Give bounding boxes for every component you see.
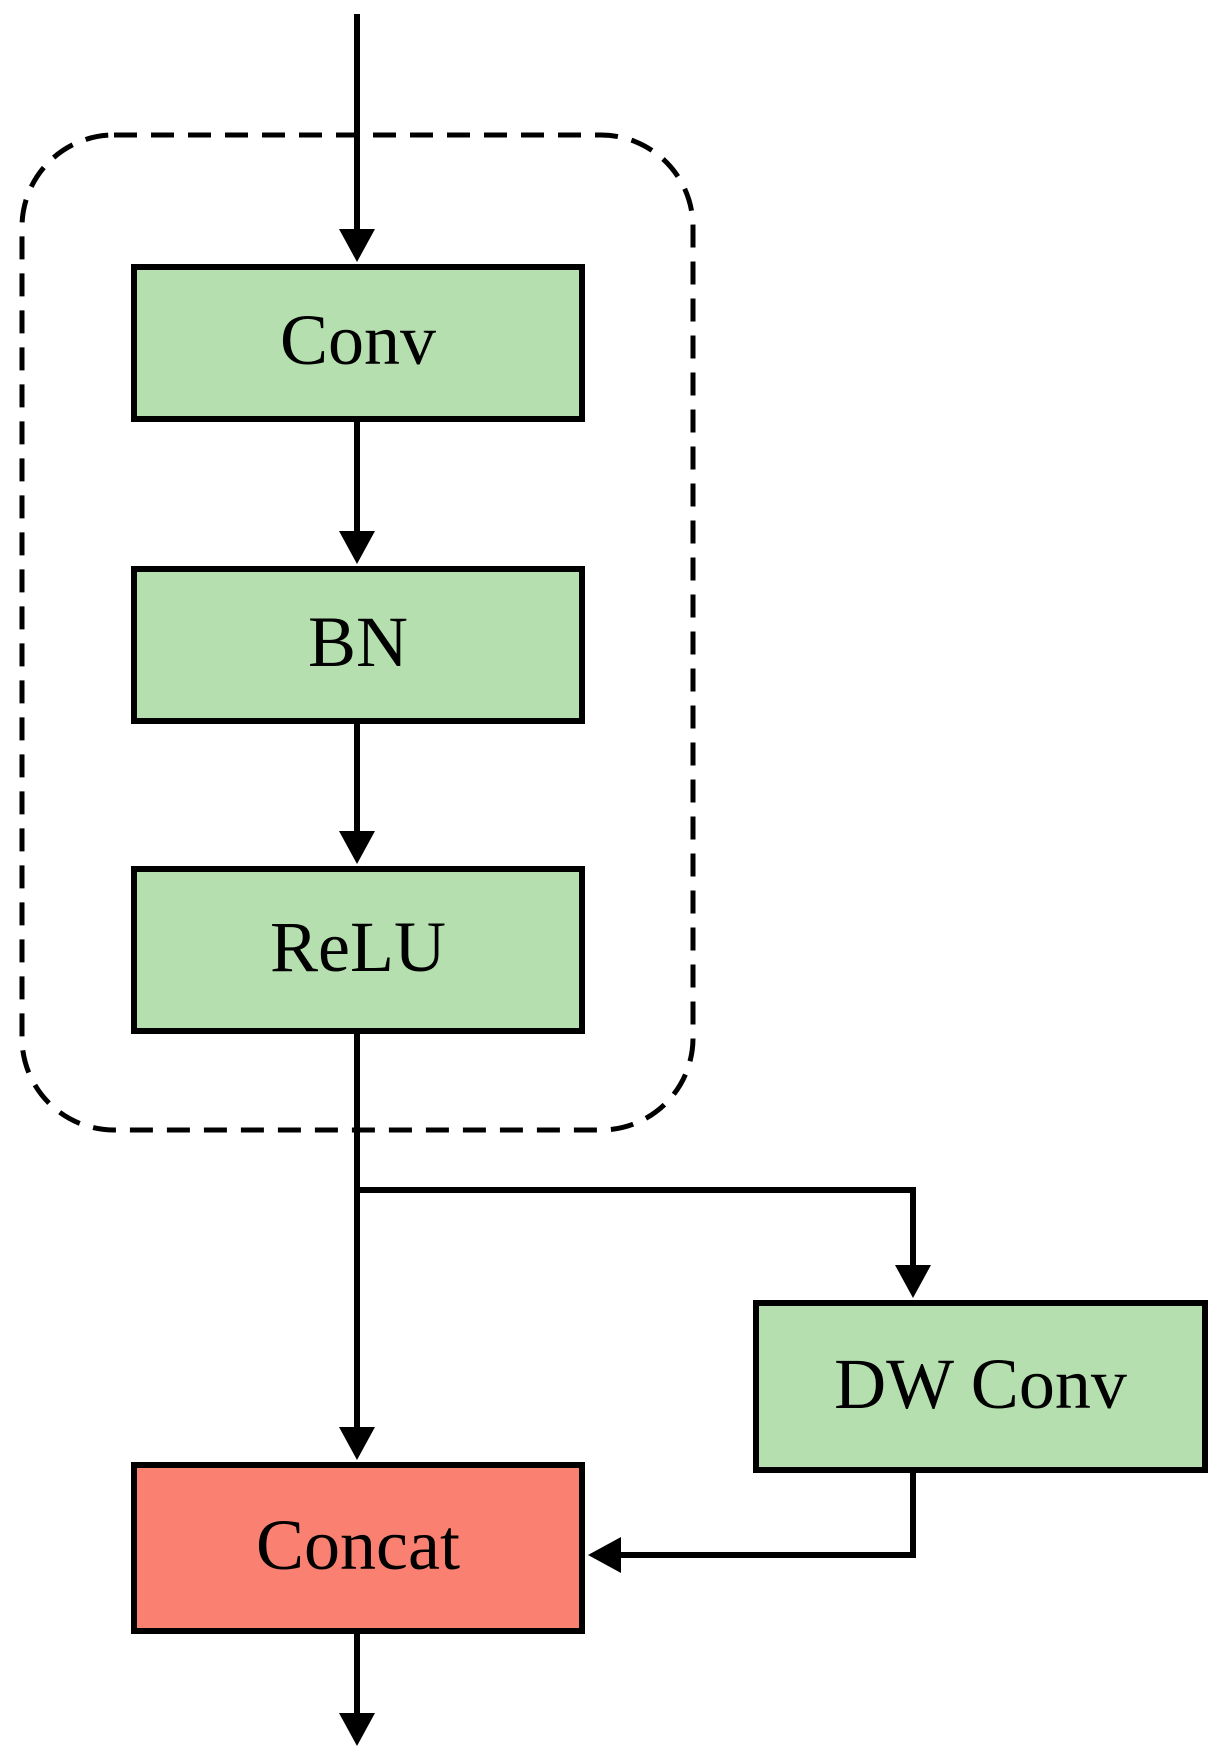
connector-dwconv-to-concat-arrow [588,1473,916,1573]
node-relu: ReLU [131,866,585,1034]
node-dwconv-label: DW Conv [834,1343,1127,1424]
connector-bn-to-relu-arrow [339,723,375,864]
connector-output-arrow [339,1634,375,1746]
connector-conv-to-bn-arrow [339,421,375,564]
node-bn-label: BN [307,602,409,682]
node-conv: Conv [131,264,585,422]
node-dwconv: DW Conv [753,1300,1208,1473]
node-concat: Concat [131,1462,585,1634]
node-conv-label: Conv [279,300,437,380]
node-relu-label: ReLU [270,907,446,987]
node-bn: BN [131,566,585,724]
connector-input-arrow [339,14,375,262]
connector-relu-to-concat-arrow [339,1033,375,1460]
connector-branch-to-dwconv-arrow [357,1187,931,1298]
node-concat-label: Concat [256,1505,460,1585]
